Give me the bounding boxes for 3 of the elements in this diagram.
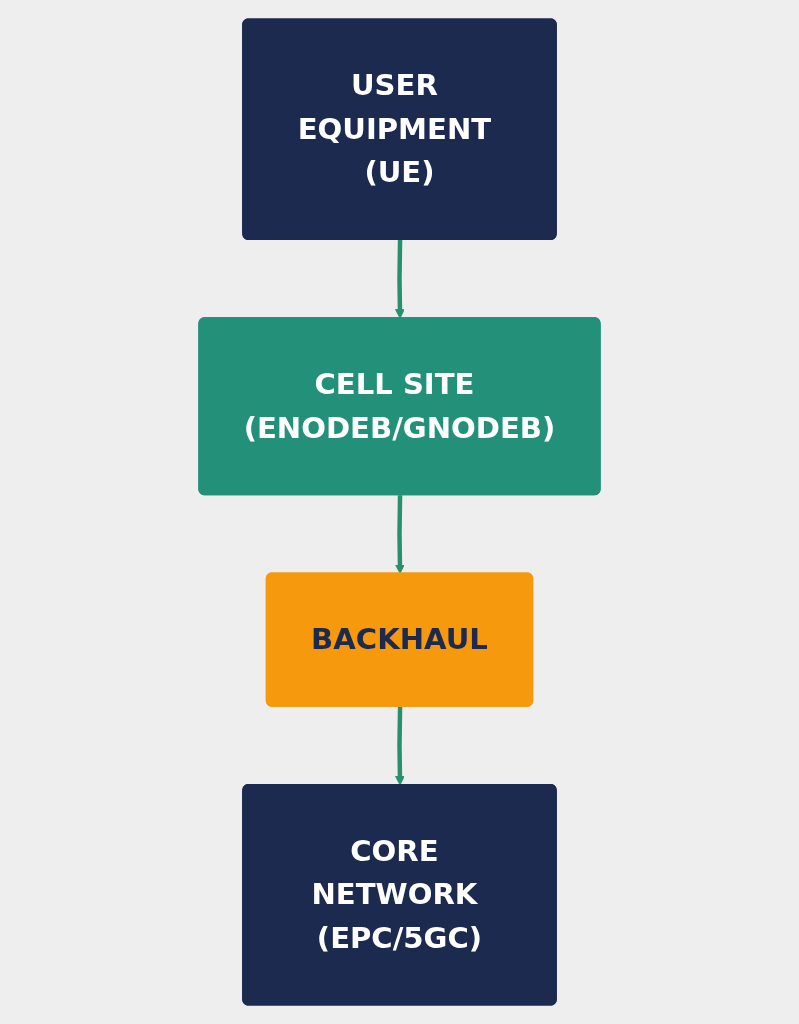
arrow xyxy=(395,239,405,319)
arrow xyxy=(395,706,405,786)
arrow xyxy=(395,495,405,574)
